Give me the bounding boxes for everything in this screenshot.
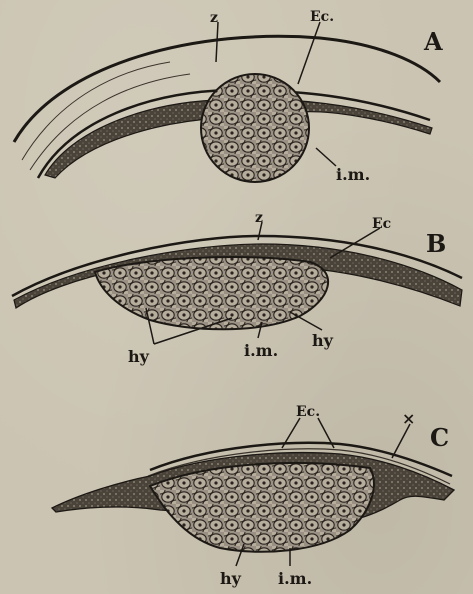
inner-cell-mass-c — [150, 463, 374, 552]
panel-letter-a: A — [423, 27, 443, 56]
label-ectoderm-c: Ec. — [296, 404, 320, 420]
label-inner-mass-a: i.m. — [336, 165, 370, 184]
label-hypoblast-c: hy — [220, 569, 242, 588]
inner-cell-mass-b — [95, 257, 328, 329]
label-zona-b: z — [255, 210, 263, 226]
panel-b: z Ec hy i.m. hy B — [12, 210, 462, 366]
panel-a: z Ec. i.m. A — [14, 9, 443, 184]
label-ectoderm-a: Ec. — [310, 9, 334, 25]
label-ectoderm-b: Ec — [372, 216, 391, 232]
label-hypoblast-b-right: hy — [312, 331, 334, 350]
inner-cell-mass-a — [201, 74, 309, 182]
label-hypoblast-b-left: hy — [128, 347, 150, 366]
label-cross-c: × — [402, 409, 415, 428]
label-inner-mass-c: i.m. — [278, 569, 312, 588]
label-inner-mass-b: i.m. — [244, 341, 278, 360]
panel-c: Ec. × hy i.m. C — [52, 404, 454, 588]
panel-letter-c: C — [430, 423, 449, 452]
panel-letter-b: B — [426, 229, 446, 258]
label-zona-a: z — [210, 10, 218, 26]
